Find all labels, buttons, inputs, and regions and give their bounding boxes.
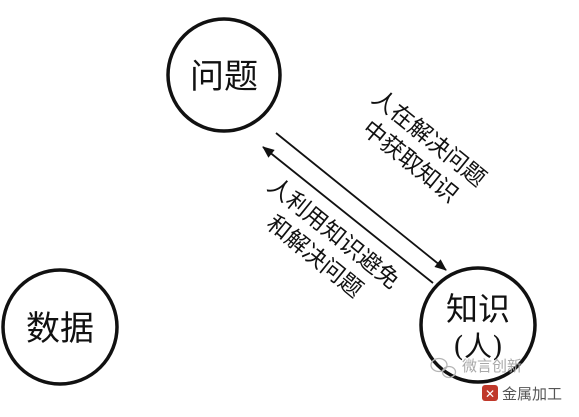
watermark: 微言创新 ✕ 金属加工 xyxy=(430,357,562,403)
node-data: 数据 xyxy=(1,268,119,386)
node-knowledge-label: 知识 xyxy=(446,290,510,328)
edge-problem-to-knowledge-label: 人在解决问题 中获取知识 xyxy=(357,85,491,208)
watermark-line1: 微言创新 xyxy=(462,357,522,375)
node-problem: 问题 xyxy=(166,17,282,133)
metal-logo-icon: ✕ xyxy=(482,385,498,401)
node-data-circle xyxy=(1,268,119,386)
node-knowledge-circle xyxy=(419,266,537,384)
wechat-icon xyxy=(430,357,457,379)
node-problem-label: 问题 xyxy=(190,57,258,97)
node-problem-circle xyxy=(166,17,282,133)
watermark-line2: 金属加工 xyxy=(502,385,562,403)
node-knowledge: 知识 (人) xyxy=(419,266,537,384)
node-data-label: 数据 xyxy=(26,309,94,349)
svg-text:✕: ✕ xyxy=(485,387,495,401)
edge-problem-to-knowledge-arrow xyxy=(275,132,447,271)
edge-knowledge-to-problem-arrow xyxy=(262,146,434,284)
node-knowledge-sublabel: (人) xyxy=(453,330,503,363)
